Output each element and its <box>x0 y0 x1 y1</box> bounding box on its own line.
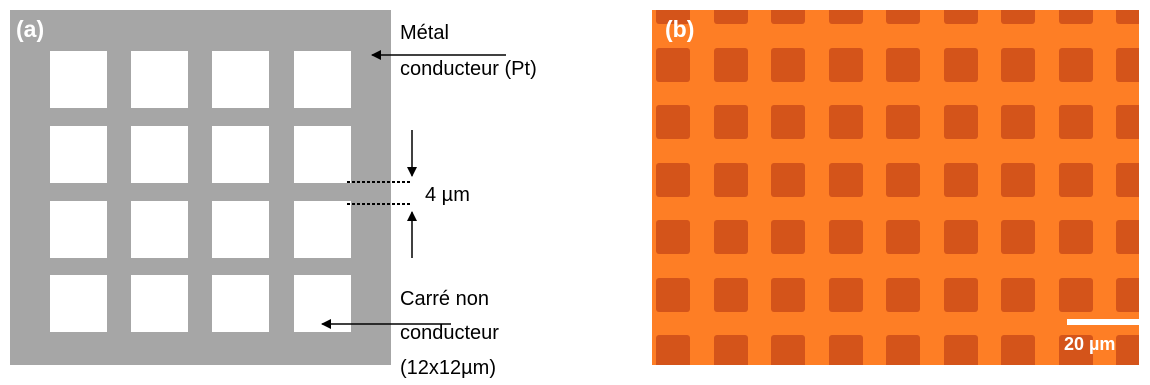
micro-square <box>771 220 805 254</box>
nonconductive-square <box>212 201 269 258</box>
micro-square <box>771 277 805 312</box>
gap-dimension-label: 4 µm <box>425 184 470 206</box>
nonconductive-square <box>50 126 107 183</box>
nonconductive-square <box>294 275 351 332</box>
panel-label-a: (a) <box>16 16 45 42</box>
micro-square <box>713 220 748 254</box>
micro-square <box>771 162 805 197</box>
nonconductive-square <box>294 51 351 108</box>
micro-square <box>1116 47 1139 82</box>
micro-square <box>886 277 920 312</box>
square-label-line-3: (12x12µm) <box>400 357 496 379</box>
micro-square <box>656 105 690 139</box>
scale-bar <box>1067 319 1140 325</box>
metal-label-line-1: Métal <box>400 22 449 44</box>
micro-square <box>656 335 690 365</box>
micro-square <box>1001 277 1035 312</box>
micro-square <box>886 10 920 24</box>
micro-square <box>943 162 978 197</box>
nonconductive-square <box>50 275 107 332</box>
micro-square <box>1058 335 1093 365</box>
micro-square <box>1058 162 1093 197</box>
micro-square <box>943 105 978 139</box>
micro-square <box>1001 220 1035 254</box>
micro-square <box>656 162 690 197</box>
micro-square <box>1001 10 1035 24</box>
micro-square <box>886 105 920 139</box>
micro-square <box>1058 47 1093 82</box>
micro-square <box>1116 10 1139 24</box>
micro-square <box>943 277 978 312</box>
nonconductive-square <box>212 51 269 108</box>
nonconductive-square <box>131 51 188 108</box>
metal-grid-schematic <box>10 10 391 365</box>
micro-square <box>1116 105 1139 139</box>
nonconductive-square <box>50 201 107 258</box>
micro-square <box>1001 105 1035 139</box>
micro-square <box>886 47 920 82</box>
micro-square <box>886 162 920 197</box>
nonconductive-square <box>294 201 351 258</box>
micro-square <box>713 162 748 197</box>
micro-square <box>943 47 978 82</box>
micro-square <box>1058 220 1093 254</box>
square-label-line-2: conducteur <box>400 322 499 344</box>
micro-square <box>886 335 920 365</box>
micro-square <box>713 335 748 365</box>
micro-square <box>1001 162 1035 197</box>
micro-square <box>1058 277 1093 312</box>
micro-square <box>828 162 863 197</box>
micro-square <box>1001 335 1035 365</box>
panel-label-b: (b) <box>665 16 695 42</box>
micro-square <box>886 220 920 254</box>
micrograph-image <box>652 10 1139 365</box>
micro-square <box>771 47 805 82</box>
micro-square <box>1116 335 1139 365</box>
micro-square <box>828 47 863 82</box>
metal-label-line-2: conducteur (Pt) <box>400 58 537 80</box>
square-label-line-1: Carré non <box>400 288 489 310</box>
nonconductive-square <box>50 51 107 108</box>
micro-square <box>828 220 863 254</box>
micro-square <box>1116 162 1139 197</box>
micro-square <box>1058 10 1093 24</box>
nonconductive-square <box>212 275 269 332</box>
micro-square <box>771 335 805 365</box>
nonconductive-square <box>131 275 188 332</box>
micro-square <box>771 10 805 24</box>
micro-square <box>1116 220 1139 254</box>
micro-square <box>1001 47 1035 82</box>
nonconductive-square <box>294 126 351 183</box>
nonconductive-square <box>131 201 188 258</box>
micro-square <box>656 277 690 312</box>
micro-square <box>943 220 978 254</box>
micro-square <box>713 105 748 139</box>
micro-square <box>713 10 748 24</box>
nonconductive-square <box>131 126 188 183</box>
micro-square <box>1116 277 1139 312</box>
scale-bar-label: 20 µm <box>1064 334 1116 354</box>
micro-square <box>828 10 863 24</box>
micro-square <box>828 335 863 365</box>
micro-square <box>828 277 863 312</box>
micro-square <box>656 220 690 254</box>
micro-square <box>943 335 978 365</box>
micro-square <box>771 105 805 139</box>
micro-square <box>656 10 690 24</box>
micro-square <box>713 47 748 82</box>
micro-square <box>656 47 690 82</box>
micro-square <box>713 277 748 312</box>
micro-square <box>828 105 863 139</box>
nonconductive-square <box>212 126 269 183</box>
micro-square <box>943 10 978 24</box>
micro-square <box>1058 105 1093 139</box>
